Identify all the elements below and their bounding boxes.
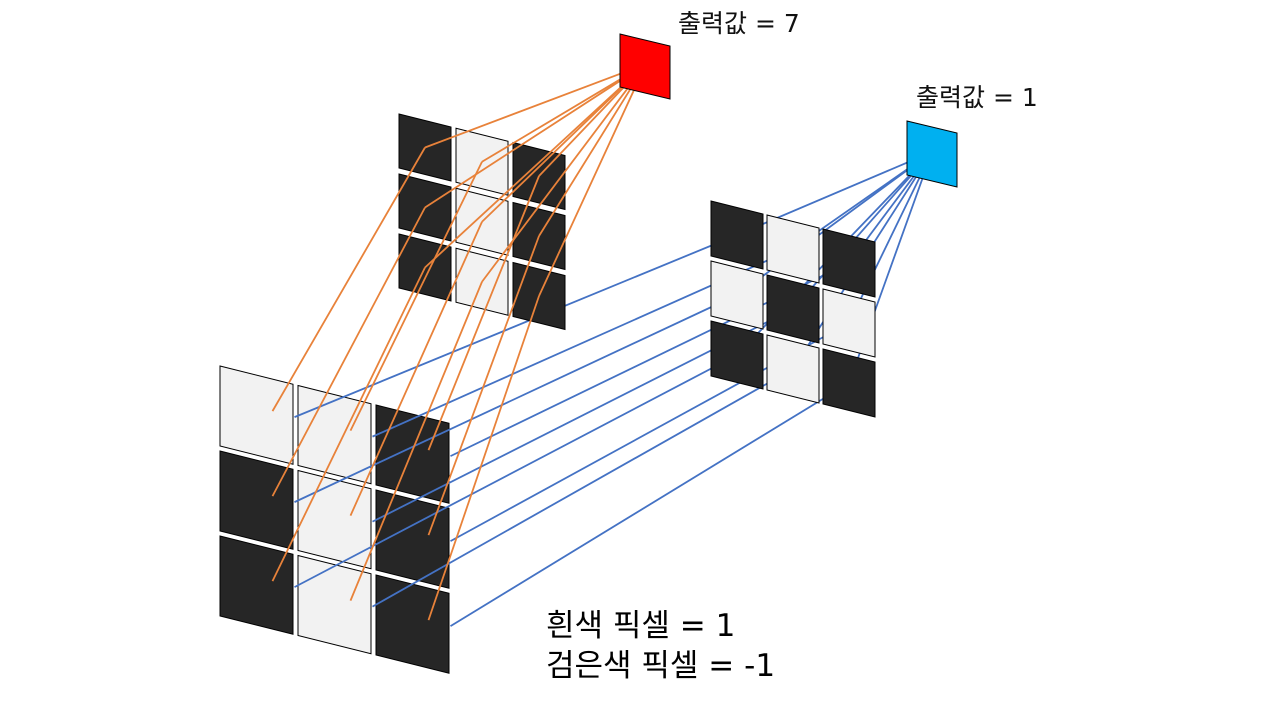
legend-black-pixel: 검은색 픽셀 = -1 [546,648,776,684]
filter-right-pixel-cell-white [766,334,820,404]
output-nodes [619,33,958,188]
legend: 흰색 픽셀 = 1 검은색 픽셀 = -1 [546,606,775,686]
input-pixel-cell-white [219,365,294,465]
blue-line [294,234,738,418]
blue-line [294,354,738,588]
legend-white-pixel: 흰색 픽셀 = 1 [546,608,736,644]
orange-line [349,161,483,432]
output-node-blue [906,120,958,188]
filter-right-pixel-cell-black [766,274,820,344]
orange-line [271,147,426,412]
blue-line [294,294,738,503]
input-pixel-cell-white [297,554,372,655]
input-pixel-cell-black [375,574,450,674]
orange-line [538,63,647,237]
orange-line [271,267,426,582]
blue-line [848,151,933,324]
blue-line [450,382,850,627]
filter-right-pixel-cell-white [822,288,876,358]
input-pixel-cell-white [297,384,372,485]
input-pixel-cell-black [375,489,450,589]
filter-right-pixel-cell-black [822,348,876,418]
orange-line [424,63,647,209]
filter-right-pixel-cell-black [710,320,764,390]
orange-line [538,63,647,297]
blue-line [792,151,933,310]
input-pixel-cell-white [297,469,372,570]
input-pixel-cell-black [219,535,294,635]
output-label-red: 출력값 = 7 [678,9,800,38]
filter-right-pixel-cell-white [710,260,764,330]
filter-grid-right [710,200,876,418]
orange-line [481,63,647,163]
orange-line [424,63,647,149]
filter-right-pixel-cell-black [710,200,764,270]
blue-line [736,151,933,296]
input-pixel-cell-black [219,450,294,550]
orange-line [349,281,483,601]
output-node-red [619,33,671,100]
output-label-blue: 출력값 = 1 [916,83,1038,112]
orange-line [349,221,483,516]
filter-right-pixel-cell-black [822,228,876,298]
orange-line [271,207,426,497]
orange-line [427,295,540,621]
orange-line [427,175,540,451]
orange-line [424,63,647,269]
orange-line [481,63,647,283]
orange-connection-lines [271,63,647,621]
filter-right-pixel-cell-white [766,214,820,284]
blue-line [372,368,794,608]
input-grid [219,365,450,674]
orange-line [427,235,540,536]
